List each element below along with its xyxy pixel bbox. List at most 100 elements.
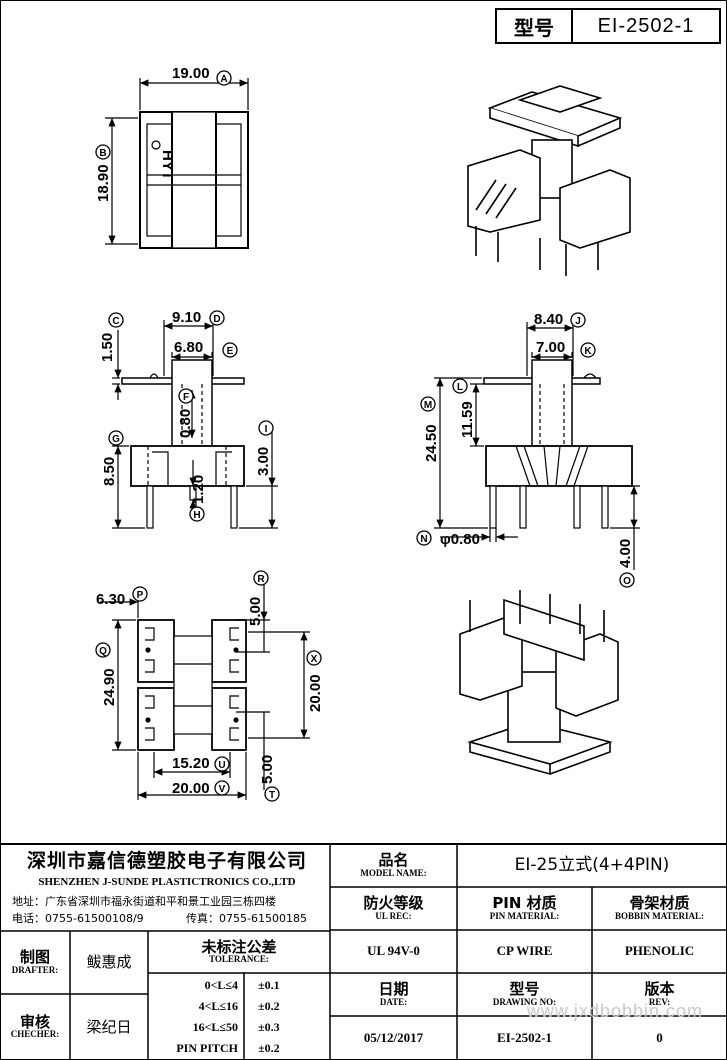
marker-u: U [214, 756, 230, 772]
dim-k: 7.00 [536, 339, 565, 356]
marker-p: P [132, 586, 148, 602]
checker-value: 梁纪日 [86, 1017, 132, 1036]
marker-a: A [216, 70, 232, 86]
marker-l: L [452, 378, 468, 394]
marker-k: K [580, 342, 596, 358]
marker-g: G [108, 430, 124, 446]
model-name-label: 品名 MODEL NAME: [360, 851, 427, 878]
dim-b: 18.90 [95, 164, 112, 202]
model-box: 型号 EI-2502-1 [495, 8, 721, 44]
company-address: 地址：广东省深圳市福永街道和平和景工业园三栋四楼 [12, 895, 276, 908]
marker-b: B [95, 144, 111, 160]
marker-m: M [420, 396, 436, 412]
watermark: www.jxdbobbin.com [526, 1001, 703, 1021]
dim-f: 0.80 [177, 409, 194, 438]
dim-d: 9.10 [172, 309, 201, 326]
svg-text:P: P [137, 590, 144, 601]
svg-text:R: R [257, 574, 265, 585]
bobbin-material-value: PHENOLIC [624, 943, 695, 959]
rev-label: 版本 REV: [644, 980, 675, 1007]
svg-text:X: X [311, 654, 318, 665]
marker-i: I [258, 420, 274, 436]
dim-q: 24.90 [101, 668, 118, 706]
tolerance-table: 0<L≤4 ±0.1 4<L≤16 ±0.2 16<L≤50 ±0.3 PIN … [148, 975, 330, 1059]
title-block-grid [0, 843, 727, 1060]
svg-text:U: U [218, 760, 225, 771]
dim-u: 15.20 [172, 755, 210, 772]
marker-c: C [108, 312, 124, 328]
ul-rec-label: 防火等级 UL REC: [363, 894, 424, 921]
marker-v: V [214, 780, 230, 796]
date-value: 05/12/2017 [363, 1029, 424, 1045]
svg-text:C: C [112, 316, 119, 327]
dim-s: 20.00 [307, 674, 324, 712]
drafter-value: 鲅惠成 [86, 953, 132, 972]
bobbin-mark: HYT [159, 150, 176, 180]
drawing-no-label: 型号 DRAWING NO: [492, 980, 557, 1007]
dim-m: 24.50 [423, 424, 440, 462]
svg-text:O: O [623, 576, 631, 587]
tolerance-row: 4<L≤16 ±0.2 [198, 999, 280, 1013]
rev-value: 0 [656, 1029, 663, 1045]
dim-t: 5.00 [259, 755, 276, 784]
svg-text:E: E [227, 346, 234, 357]
company-name-en: SHENZHEN J-SUNDE PLASTICTRONICS CO.,LTD [38, 875, 296, 888]
dim-h: 1.20 [190, 475, 207, 504]
svg-text:V: V [219, 784, 226, 795]
svg-text:A: A [220, 74, 227, 85]
marker-d: D [209, 310, 225, 326]
dim-o: 4.00 [617, 539, 634, 568]
model-label: 型号 [497, 10, 573, 42]
dim-a: 19.00 [172, 65, 210, 82]
svg-text:K: K [584, 346, 592, 357]
marker-q: Q [95, 642, 111, 658]
marker-n: N [416, 530, 432, 546]
svg-text:Q: Q [99, 646, 107, 657]
isometric-top [467, 85, 631, 276]
dim-i: 3.00 [255, 447, 272, 476]
svg-text:B: B [99, 148, 106, 159]
drawing-no-value: EI-2502-1 [497, 1029, 552, 1045]
svg-text:L: L [457, 382, 463, 393]
isometric-bottom [459, 590, 619, 776]
pin-material-value: CP WIRE [496, 943, 553, 959]
dim-p: 6.30 [96, 591, 125, 608]
dim-n: φ0.80 [440, 531, 480, 548]
marker-o: O [619, 572, 635, 588]
top-view [105, 78, 249, 249]
marker-t: T [264, 786, 280, 802]
marker-x: X [306, 650, 322, 666]
checker-label: 审核 CHECHER: [10, 1012, 60, 1040]
svg-text:F: F [183, 392, 189, 403]
tolerance-row: 16<L≤50 ±0.3 [192, 1020, 280, 1034]
svg-text:M: M [424, 400, 432, 411]
svg-text:N: N [420, 534, 427, 545]
marker-j: J [570, 312, 586, 328]
circle-markers: A B C D E F G H I J K L M N O P Q R X T … [95, 70, 635, 802]
drafter-label: 制图 DRAFTER: [11, 948, 59, 975]
dim-l: 11.59 [459, 401, 476, 438]
marker-h: H [189, 506, 205, 522]
dim-r: 5.00 [247, 597, 264, 626]
marker-e: E [222, 342, 238, 358]
marker-f: F [178, 388, 194, 404]
company-phone: 电话：0755-61500108/9 [12, 912, 144, 925]
dim-g: 8.50 [101, 457, 118, 486]
dim-j: 8.40 [534, 311, 563, 328]
marker-r: R [253, 570, 269, 586]
dimension-labels: 19.00 18.90 1.50 9.10 6.80 0.80 8.50 1.2… [95, 65, 634, 797]
date-label: 日期 DATE: [378, 980, 409, 1007]
svg-text:I: I [265, 424, 268, 435]
bobbin-material-label: 骨架材质 BOBBIN MATERIAL: [614, 894, 705, 921]
company-name-cn: 深圳市嘉信德塑胶电子有限公司 [26, 849, 307, 872]
model-value: EI-2502-1 [597, 14, 695, 37]
dim-c: 1.50 [99, 333, 116, 362]
svg-text:J: J [575, 316, 581, 327]
company-fax: 传真：0755-61500185 [186, 912, 307, 925]
model-name-value: EI-25立式(4+4PIN) [514, 855, 670, 876]
pin-material-label: PIN 材质 PIN MATERIAL: [489, 894, 560, 921]
svg-text:D: D [213, 314, 220, 325]
svg-text:H: H [193, 510, 200, 521]
tolerance-row: PIN PITCH ±0.2 [176, 1041, 280, 1055]
tolerance-label: 未标注公差 TOLERANCE: [201, 937, 277, 965]
